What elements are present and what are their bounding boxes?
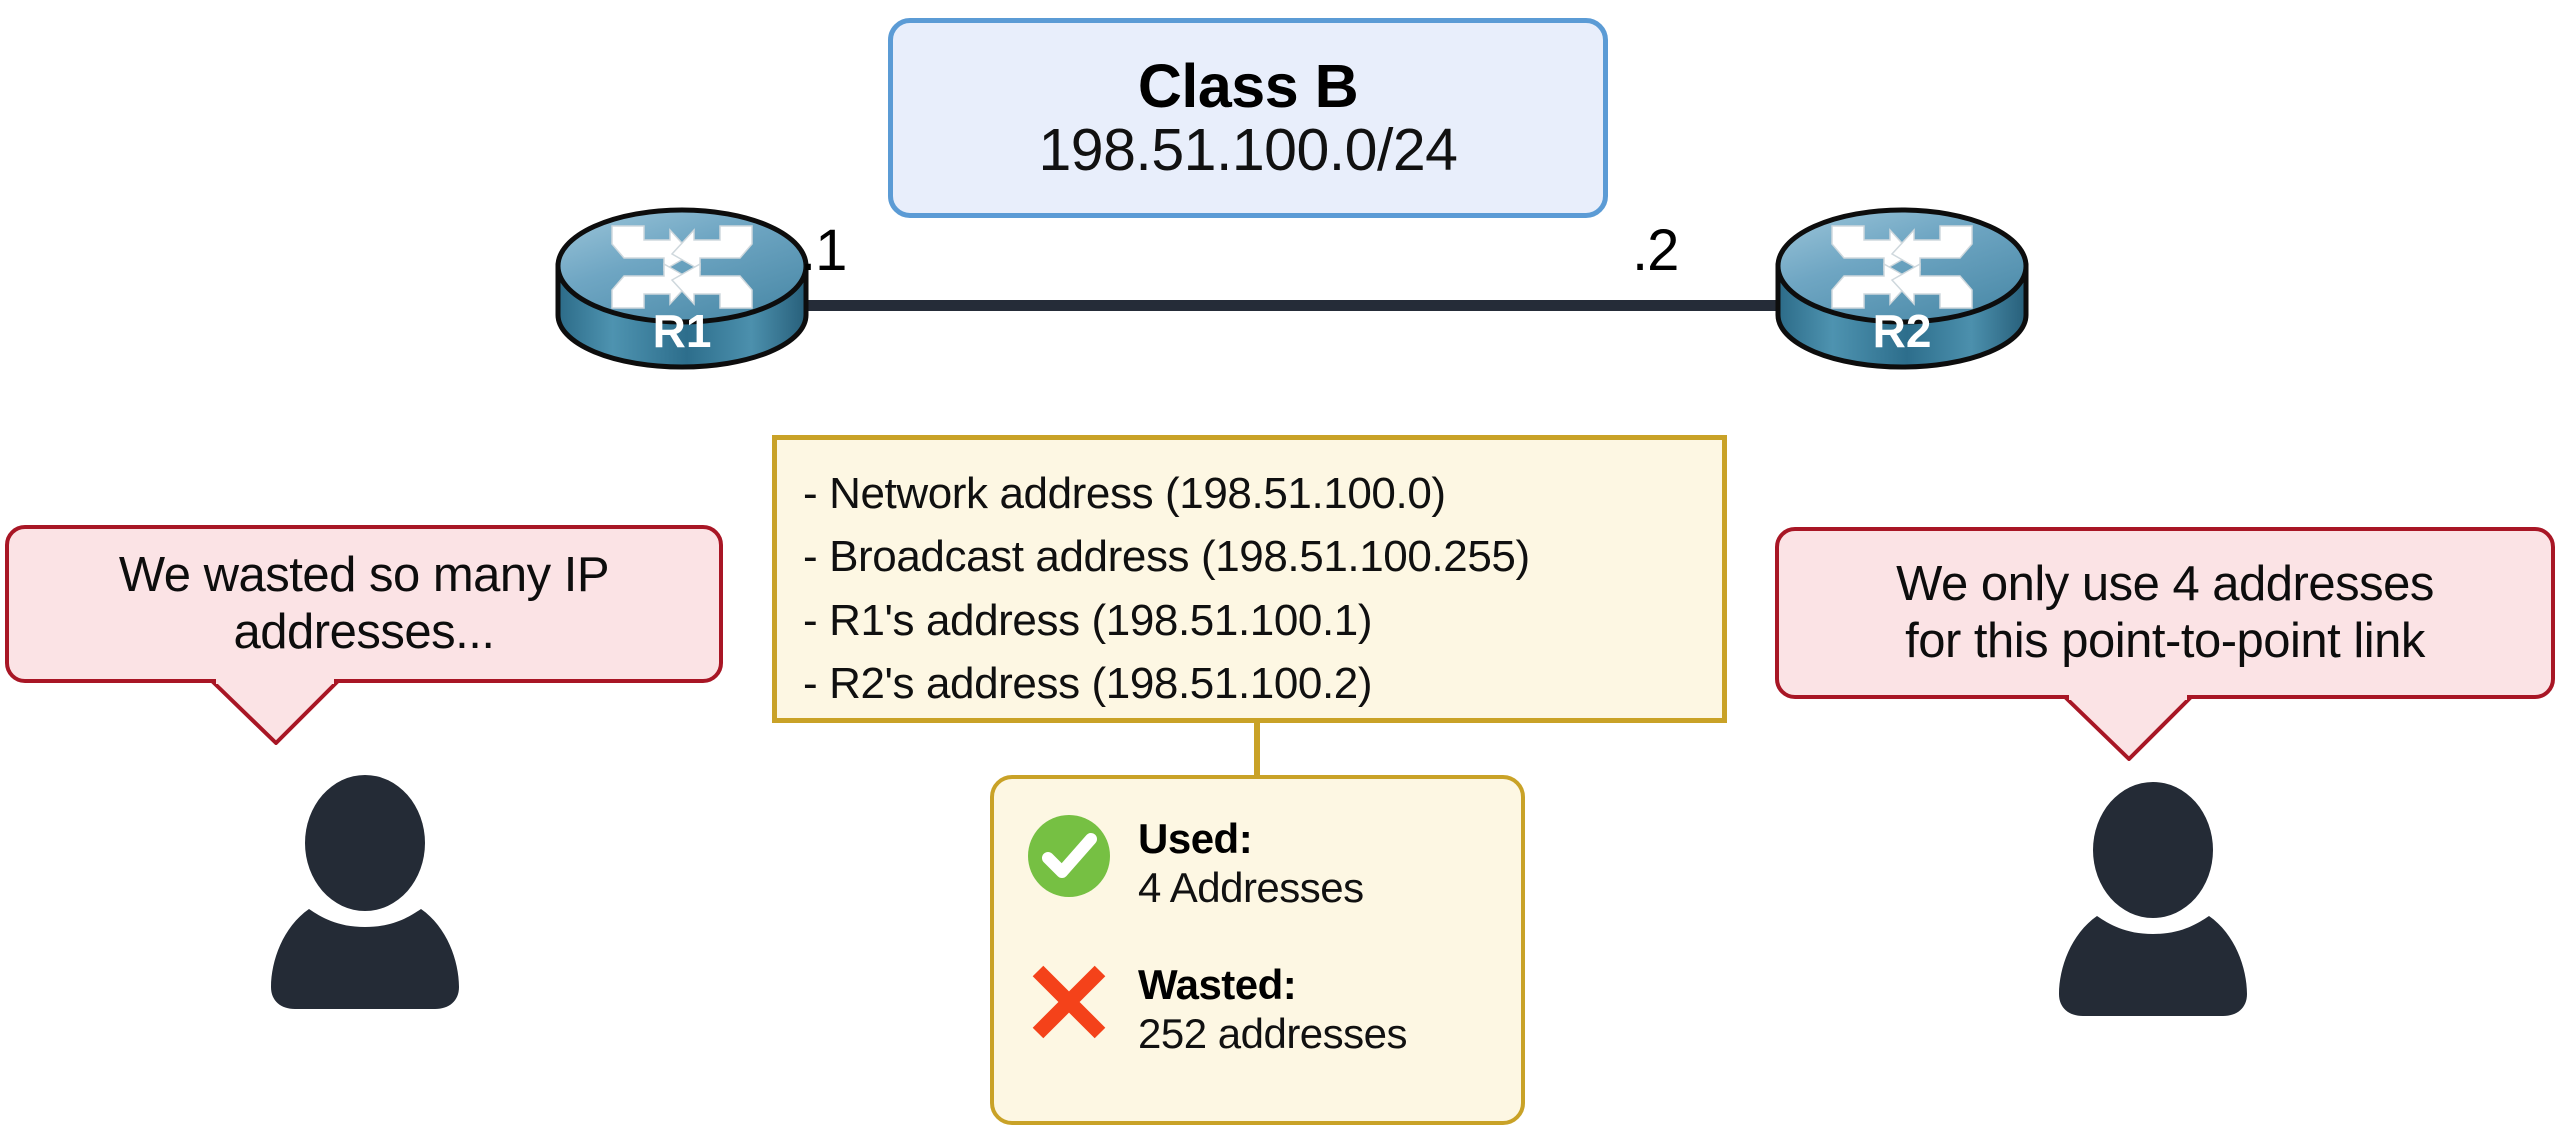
speech-bubble-left-tail bbox=[210, 679, 340, 745]
speech-bubble-left-body: We wasted so many IP addresses... bbox=[5, 525, 723, 683]
usage-wasted-value: 252 addresses bbox=[1138, 1010, 1408, 1058]
subnet-info-box: Class B 198.51.100.0/24 bbox=[888, 18, 1608, 218]
subnet-prefix-label: 198.51.100.0/24 bbox=[1038, 117, 1458, 184]
speech-bubble-right-line2: for this point-to-point link bbox=[1905, 614, 2425, 668]
address-breakdown-box: - Network address (198.51.100.0) - Broad… bbox=[772, 435, 1727, 723]
usage-used-value: 4 Addresses bbox=[1138, 864, 1364, 912]
person-avatar-left bbox=[265, 775, 465, 1010]
address-item-r2: - R2's address (198.51.100.2) bbox=[803, 659, 1373, 709]
usage-used-text: Used: 4 Addresses bbox=[1138, 813, 1364, 913]
person-avatar-right bbox=[2053, 782, 2253, 1017]
address-item-broadcast: - Broadcast address (198.51.100.255) bbox=[803, 532, 1530, 582]
usage-summary-box: Used: 4 Addresses Wasted: 252 addresses bbox=[990, 775, 1525, 1125]
router-link-line bbox=[790, 300, 1800, 311]
speech-bubble-right-line1: We only use 4 addresses bbox=[1896, 557, 2434, 612]
speech-bubble-right: We only use 4 addresses for this point-t… bbox=[1775, 527, 2555, 761]
router-r2[interactable]: R2 bbox=[1772, 192, 2032, 377]
usage-wasted-text: Wasted: 252 addresses bbox=[1138, 959, 1408, 1059]
subnet-class-label: Class B bbox=[1137, 52, 1359, 120]
note-connector-line bbox=[1254, 720, 1260, 777]
speech-bubble-left-line1: We wasted so many IP bbox=[118, 548, 610, 603]
router-r2-name: R2 bbox=[1873, 305, 1932, 357]
usage-row-used: Used: 4 Addresses bbox=[1026, 813, 1521, 913]
usage-used-label: Used: bbox=[1138, 815, 1253, 862]
address-item-network: - Network address (198.51.100.0) bbox=[803, 469, 1446, 518]
router-r1[interactable]: R1 bbox=[552, 192, 812, 377]
red-x-icon bbox=[1026, 959, 1112, 1045]
speech-bubble-right-tail bbox=[2063, 695, 2193, 761]
interface-label-r2: .2 bbox=[1632, 218, 1679, 283]
router-r1-name: R1 bbox=[653, 305, 712, 357]
address-item-r1: - R1's address (198.51.100.1) bbox=[803, 595, 1373, 645]
interface-label-r1: .1 bbox=[800, 218, 847, 283]
green-check-circle-icon bbox=[1026, 813, 1112, 899]
usage-row-wasted: Wasted: 252 addresses bbox=[1026, 959, 1521, 1059]
usage-wasted-label: Wasted: bbox=[1138, 961, 1297, 1009]
speech-bubble-left: We wasted so many IP addresses... bbox=[5, 525, 723, 745]
speech-bubble-right-body: We only use 4 addresses for this point-t… bbox=[1775, 527, 2555, 699]
speech-bubble-left-line2: addresses... bbox=[233, 605, 495, 659]
